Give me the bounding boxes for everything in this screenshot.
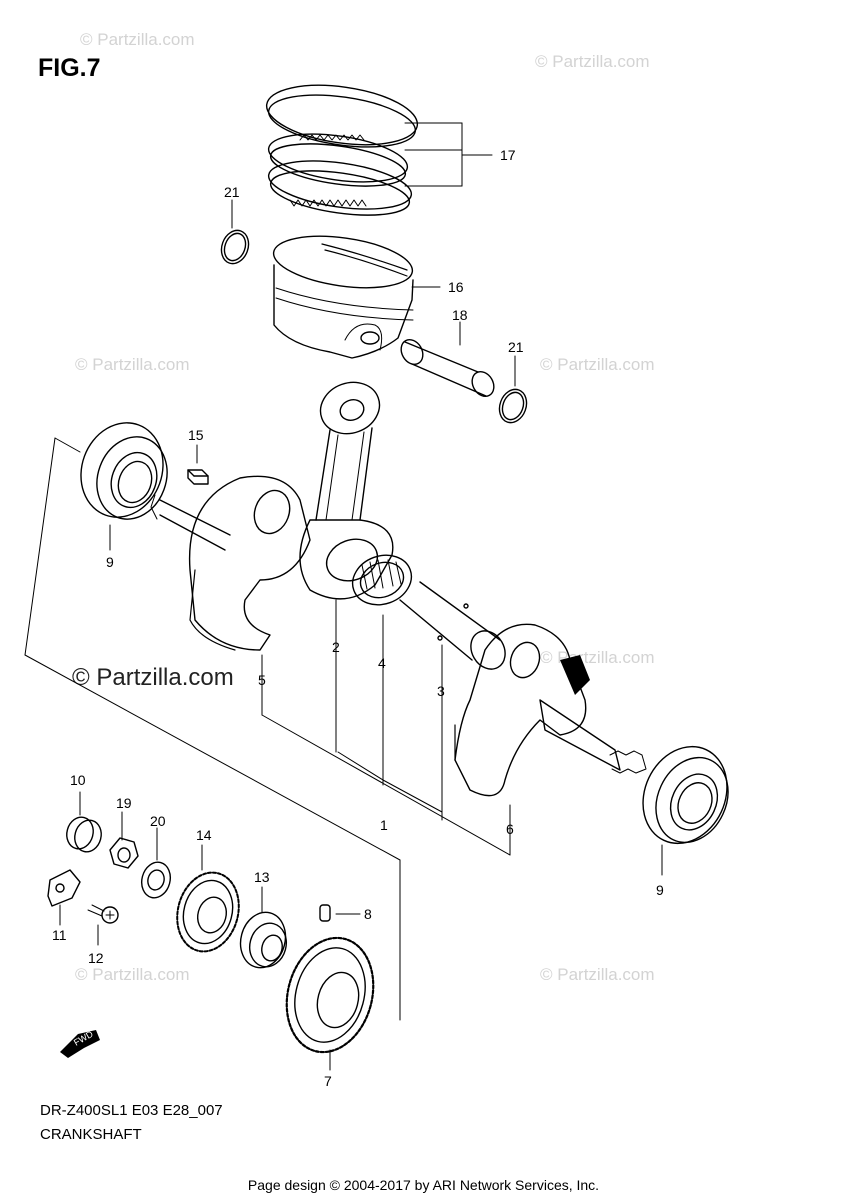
bushing-part[interactable] <box>63 814 104 855</box>
callout-9: 9 <box>106 554 114 570</box>
watermark: © Partzilla.com <box>535 52 650 71</box>
callout-6: 6 <box>506 821 514 837</box>
piston-part[interactable] <box>270 228 415 359</box>
callout-11: 11 <box>52 927 67 943</box>
watermark: © Partzilla.com <box>75 965 190 984</box>
callout-16: 20 <box>150 813 166 829</box>
callout-9: 9 <box>656 882 664 898</box>
callout-21: 21 <box>508 339 524 355</box>
callout-2: 2 <box>332 639 340 655</box>
washer-part[interactable] <box>138 859 174 901</box>
piston-pin-circlip-part[interactable] <box>495 386 531 427</box>
watermark: © Partzilla.com <box>75 355 190 374</box>
watermark: © Partzilla.com <box>540 355 655 374</box>
callout-17: 15 <box>188 427 204 443</box>
part-callouts: 17 21 16 18 21 15 9 2 4 5 3 1 6 9 10 19 … <box>52 147 664 1089</box>
callout-19: 17 <box>500 147 516 163</box>
callout-4: 4 <box>378 655 386 671</box>
callout-18: 16 <box>448 279 464 295</box>
model-code: DR-Z400SL1 E03 E28_007 <box>40 1102 223 1119</box>
callout-12: 12 <box>88 950 104 966</box>
callout-brackets-crank <box>24 437 511 1021</box>
callout-8: 8 <box>364 906 372 922</box>
callout-10: 10 <box>70 772 86 788</box>
piston-pin-circlip-part[interactable] <box>217 227 253 268</box>
callout-7: 7 <box>324 1073 332 1089</box>
callout-14: 14 <box>196 827 212 843</box>
crankshaft-bearing-part[interactable] <box>68 411 178 529</box>
callout-1: 1 <box>380 817 388 833</box>
callout-5: 5 <box>258 672 266 688</box>
woodruff-key-part[interactable] <box>187 469 209 485</box>
dowel-pin-part[interactable] <box>319 904 361 922</box>
primary-drive-gear-part[interactable] <box>169 866 248 959</box>
lock-plate-part[interactable] <box>47 869 81 907</box>
gear-bearing-part[interactable] <box>235 907 292 972</box>
footer-copyright: Page design © 2004-2017 by ARI Network S… <box>247 1177 600 1193</box>
callout-3: 3 <box>437 683 445 699</box>
left-crankshaft-part[interactable] <box>150 475 311 651</box>
watermark: © Partzilla.com <box>80 30 195 49</box>
callout-15: 19 <box>116 795 132 811</box>
balancer-drive-gear-part[interactable] <box>274 928 385 1062</box>
nut-part[interactable] <box>109 837 139 869</box>
callout-13: 13 <box>254 869 270 885</box>
piston-pin-part[interactable] <box>397 336 498 401</box>
piston-rings-part[interactable] <box>263 77 421 223</box>
crank-pin-part[interactable] <box>399 581 512 675</box>
watermark-prominent: © Partzilla.com <box>72 664 234 691</box>
callout-bracket-19 <box>404 122 493 187</box>
callout-20: 18 <box>452 307 468 323</box>
forward-direction-arrow-icon: FWD <box>60 1029 100 1058</box>
callout-21: 21 <box>224 184 240 200</box>
watermark: © Partzilla.com <box>540 965 655 984</box>
section-name: CRANKSHAFT <box>40 1126 142 1143</box>
figure-title: FIG.7 <box>38 54 101 82</box>
crankshaft-bearing-part[interactable] <box>628 733 743 857</box>
needle-bearing-part[interactable] <box>346 547 419 613</box>
screw-part[interactable] <box>87 904 119 924</box>
right-crankshaft-part[interactable] <box>454 623 647 797</box>
